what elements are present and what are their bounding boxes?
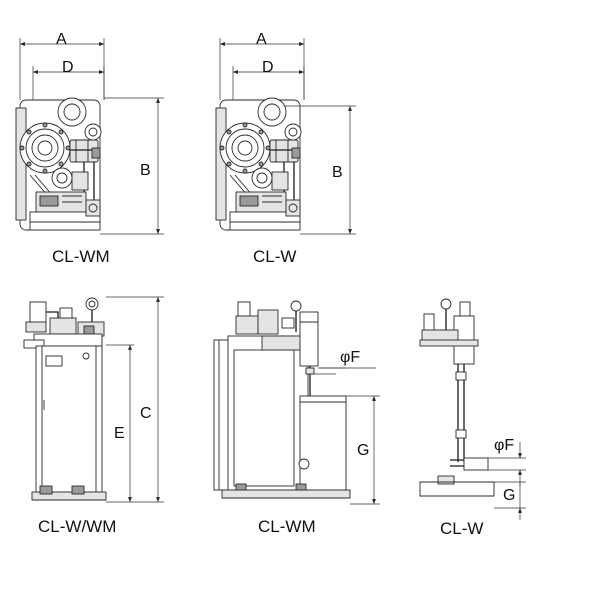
unit-side-cl-wm [213, 300, 380, 505]
dim-label-b: B [140, 162, 151, 179]
unit-side-cl-w [419, 298, 526, 520]
caption-cl-wm-top: CL-WM [52, 247, 110, 266]
caption-cl-w-wm: CL-W/WM [38, 517, 116, 536]
dim-label-a: A [256, 31, 267, 48]
caption-cl-w-side: CL-W [440, 519, 483, 538]
dim-label-phi-f: φF [340, 349, 360, 366]
caption-cl-wm-side: CL-WM [258, 517, 316, 536]
dim-label-a: A [56, 31, 67, 48]
dim-label-g: G [357, 442, 369, 459]
unit-side-cl-w-wm [23, 296, 164, 503]
dim-label-e: E [114, 425, 125, 442]
dim-label-phi-f: φF [494, 437, 514, 454]
unit-top-cl-wm [15, 38, 164, 235]
dim-label-d: D [62, 59, 74, 76]
dim-label-c: C [140, 405, 152, 422]
dim-label-d: D [262, 59, 274, 76]
dim-label-g: G [503, 487, 515, 504]
dim-label-b: B [332, 164, 343, 181]
unit-top-cl-w [215, 38, 356, 235]
caption-cl-w-top: CL-W [253, 247, 296, 266]
